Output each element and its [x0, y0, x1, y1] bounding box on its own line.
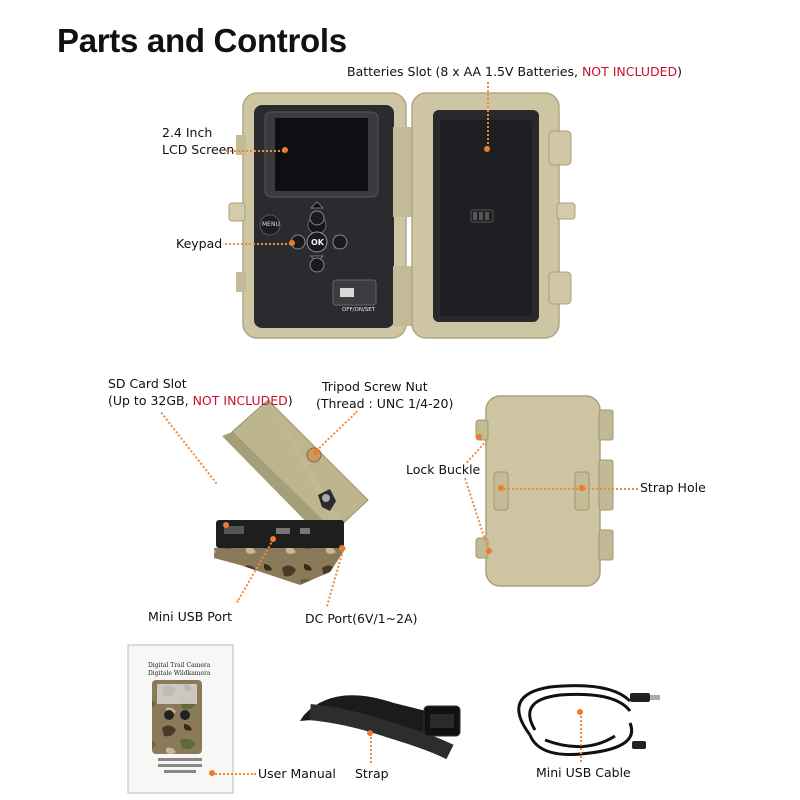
user-manual-illustration: [127, 644, 234, 794]
lcd-leader: [226, 150, 284, 152]
user-manual-label: User Manual: [258, 766, 336, 781]
mini-usb-cable-label: Mini USB Cable: [536, 765, 631, 780]
usb-plug-tip: [650, 695, 660, 700]
keypad-label: Keypad: [176, 236, 223, 251]
strap-hole-dot-right: [579, 485, 585, 491]
strap-dot: [367, 730, 373, 736]
batteries-leader: [487, 82, 489, 148]
open-camera-front: [228, 92, 576, 339]
strap-hole-dot-left: [498, 485, 504, 491]
manual-cover-subtitle: Digitale Wildkamera: [148, 670, 211, 677]
camera-side-view: [214, 399, 369, 585]
menu-key-label: MENU: [262, 221, 280, 228]
manual-cover-title: Digital Trail Camera: [148, 662, 211, 669]
mini-usb-port-label: Mini USB Port: [148, 609, 233, 624]
not-included-text: NOT INCLUDED: [192, 393, 288, 408]
not-included-text: NOT INCLUDED: [581, 64, 678, 79]
lock-buckle-dot-top: [476, 434, 482, 440]
batteries-dot: [484, 146, 490, 152]
strap-label: Strap: [355, 766, 389, 781]
tripod-label: Tripod Screw Nut (Thread : UNC 1/4-20): [316, 379, 454, 411]
lcd-dot: [282, 147, 288, 153]
strap-leader: [370, 733, 372, 763]
strap-illustration: [300, 695, 461, 760]
mini-usb-cable-leader: [580, 712, 582, 762]
dc-port-label: DC Port(6V/1~2A): [305, 611, 418, 626]
lock-buckle-dot-bottom: [486, 548, 492, 554]
power-switch-label: OFF/ON/SET: [342, 307, 376, 313]
usb-cable-illustration: [517, 684, 633, 757]
dc-port-dot: [339, 545, 345, 551]
keypad-leader: [225, 243, 291, 245]
user-manual-dot: [209, 770, 215, 776]
mini-usb-plug: [632, 741, 646, 749]
keypad-dot: [289, 240, 295, 246]
sd-card-label: SD Card Slot (Up to 32GB, NOT INCLUDED): [108, 376, 293, 408]
batteries-slot-label: Batteries Slot (8 x AA 1.5V Batteries, N…: [347, 64, 683, 79]
mini-usb-port-dot: [270, 536, 276, 542]
ok-key-label: OK: [311, 238, 324, 247]
camera-back-view: [475, 395, 614, 587]
tripod-dot: [313, 449, 319, 455]
lock-buckle-label: Lock Buckle: [406, 462, 481, 477]
sd-card-dot: [223, 522, 229, 528]
mini-usb-cable-dot: [577, 709, 583, 715]
strap-hole-label: Strap Hole: [640, 480, 706, 495]
usb-plug: [630, 693, 650, 702]
page-title: Parts and Controls: [57, 22, 347, 59]
strap-hole-leader: [500, 488, 638, 490]
lcd-label: 2.4 Inch LCD Screen: [162, 125, 235, 157]
user-manual-leader: [212, 773, 256, 775]
